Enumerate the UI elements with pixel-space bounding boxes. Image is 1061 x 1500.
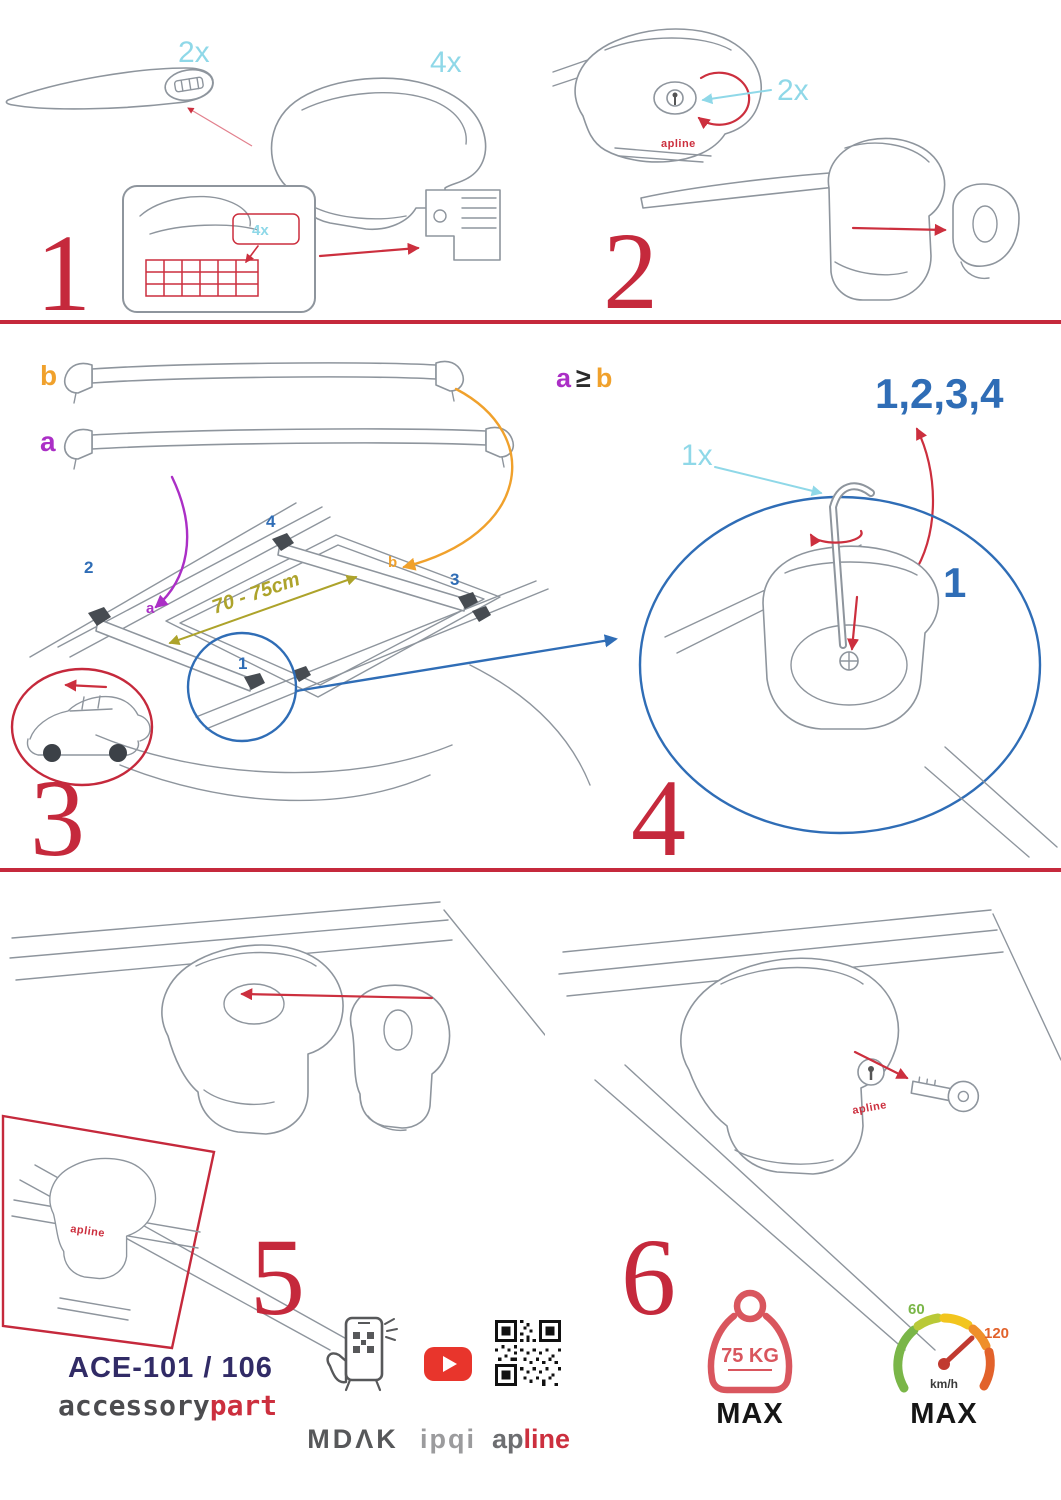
- step6-number: 6: [621, 1216, 676, 1338]
- max-speed-icon: 60 120 km/h: [893, 1301, 1009, 1393]
- bar-foot-endcap-illustration: [640, 137, 1020, 301]
- apline-logo-on-foot: apline: [851, 1099, 887, 1117]
- apline-logo: apline: [486, 1424, 576, 1455]
- pos-1-label: 1: [238, 654, 247, 673]
- rule-a-ge-b: a≥b: [556, 363, 612, 393]
- crossbar-a-illustration: [63, 426, 515, 470]
- order-arrow: [911, 427, 934, 577]
- step5-panel: apline 5: [1, 901, 545, 1351]
- max-speed-label: MAX: [910, 1398, 978, 1430]
- max-weight-value: 75 KG: [721, 1345, 779, 1367]
- ipqi-logo: ipqi: [420, 1424, 476, 1454]
- rubber-pad-inset: 4x: [122, 185, 316, 313]
- step3-number: 3: [30, 757, 85, 865]
- mdak-logo: MDΛK: [307, 1424, 399, 1454]
- pad-qty-label: 4x: [252, 222, 269, 239]
- endcap-arrow: [851, 223, 947, 236]
- foot-qty-label: 4x: [430, 46, 462, 79]
- speed-unit-label: km/h: [930, 1377, 958, 1391]
- lock-foot-illustration: apline: [552, 28, 762, 163]
- model-block: ACE-101 / 106 accessorypart: [58, 1352, 298, 1422]
- apline-logo-on-inset-foot: apline: [70, 1223, 106, 1240]
- car-side-inset: [10, 667, 154, 787]
- apline-logo-on-foot: apline: [661, 138, 696, 150]
- max-weight-icon: 75 KG: [707, 1289, 793, 1394]
- speedometer-needle: [941, 1335, 975, 1367]
- bar-b-position-arrow: [402, 387, 514, 571]
- cover-attach-arrow: [240, 988, 434, 1001]
- section-divider-2: [0, 868, 1061, 872]
- section-divider-1: [0, 320, 1061, 324]
- bar-a-label: a: [40, 426, 56, 457]
- brand-part-text: part: [209, 1389, 278, 1422]
- key-qty-arrow: [714, 466, 823, 497]
- step1-panel: 2x 4x 4x 1: [5, 36, 501, 322]
- step4-panel: 1,2,3,4 1x 1 4: [631, 370, 1058, 865]
- lock-qty-arrow: [701, 89, 772, 105]
- locked-foot-inset: apline: [1, 1114, 216, 1350]
- crossbar-illustration: [5, 67, 214, 110]
- brand-accessorypart: accessorypart: [58, 1389, 298, 1422]
- foot-lock-illustration: apline: [680, 957, 900, 1175]
- speed-low-label: 60: [908, 1301, 925, 1318]
- foot-tighten-illustration: [664, 482, 1058, 858]
- brand-accessory-text: accessory: [58, 1389, 210, 1422]
- pos-2-label: 2: [84, 558, 93, 577]
- key-rotate-arrow: [809, 529, 863, 547]
- step5-number: 5: [250, 1216, 305, 1338]
- zoom-arrow: [295, 634, 618, 693]
- pad-insert-arrow: [245, 245, 259, 264]
- step6-panel: apline 6: [558, 909, 1061, 1351]
- lock-rotate-arrow: [697, 71, 751, 130]
- foot-cover-illustration: [161, 944, 344, 1135]
- youtube-icon: [424, 1347, 472, 1381]
- apline-line-text: line: [523, 1424, 571, 1454]
- key-press-arrow: [846, 595, 860, 651]
- max-weight-label: MAX: [716, 1398, 784, 1430]
- cover-piece-illustration: [349, 984, 451, 1132]
- car-roof-illustration: [29, 502, 591, 802]
- bar-a-position-arrow: [154, 475, 189, 609]
- step3-panel: b a a≥b: [10, 360, 618, 865]
- apline-ap-text: ap: [491, 1424, 524, 1454]
- pos-4-label: 4: [266, 512, 276, 531]
- lock-qty-label: 2x: [777, 74, 809, 107]
- roof-rail-illustration: [558, 909, 1061, 1351]
- key-illustration: [910, 1076, 980, 1113]
- bar-qty-label: 2x: [178, 36, 210, 69]
- key-insert-arrow: [853, 1050, 909, 1080]
- car-direction-arrow: [64, 679, 108, 692]
- key-qty-label: 1x: [681, 439, 713, 472]
- pos-3-label: 3: [450, 570, 459, 589]
- pos-a-label: a: [146, 600, 155, 617]
- bar-pointer-line: [187, 107, 253, 147]
- qr-code: [495, 1320, 561, 1386]
- pos-b-label: b: [388, 554, 397, 571]
- bar-b-label: b: [40, 360, 57, 391]
- step2-number: 2: [603, 210, 658, 322]
- step2-panel: apline 2x 2: [552, 28, 1020, 322]
- distance-arrow: [168, 574, 358, 646]
- crossbar-b-illustration: [63, 360, 465, 404]
- model-code: ACE-101 / 106: [68, 1352, 273, 1384]
- inset-to-foot-arrow: [318, 242, 420, 258]
- tighten-order-label: 1,2,3,4: [875, 370, 1004, 417]
- speed-high-label: 120: [984, 1325, 1009, 1342]
- detail-highlight-circle: [186, 631, 298, 743]
- step4-number: 4: [631, 757, 686, 865]
- phone-qr-hand-icon: [326, 1316, 398, 1392]
- first-position-label: 1: [943, 559, 966, 606]
- step1-number: 1: [36, 212, 91, 322]
- foot-clamp-illustration: [270, 77, 501, 261]
- allen-key-illustration: [828, 482, 875, 649]
